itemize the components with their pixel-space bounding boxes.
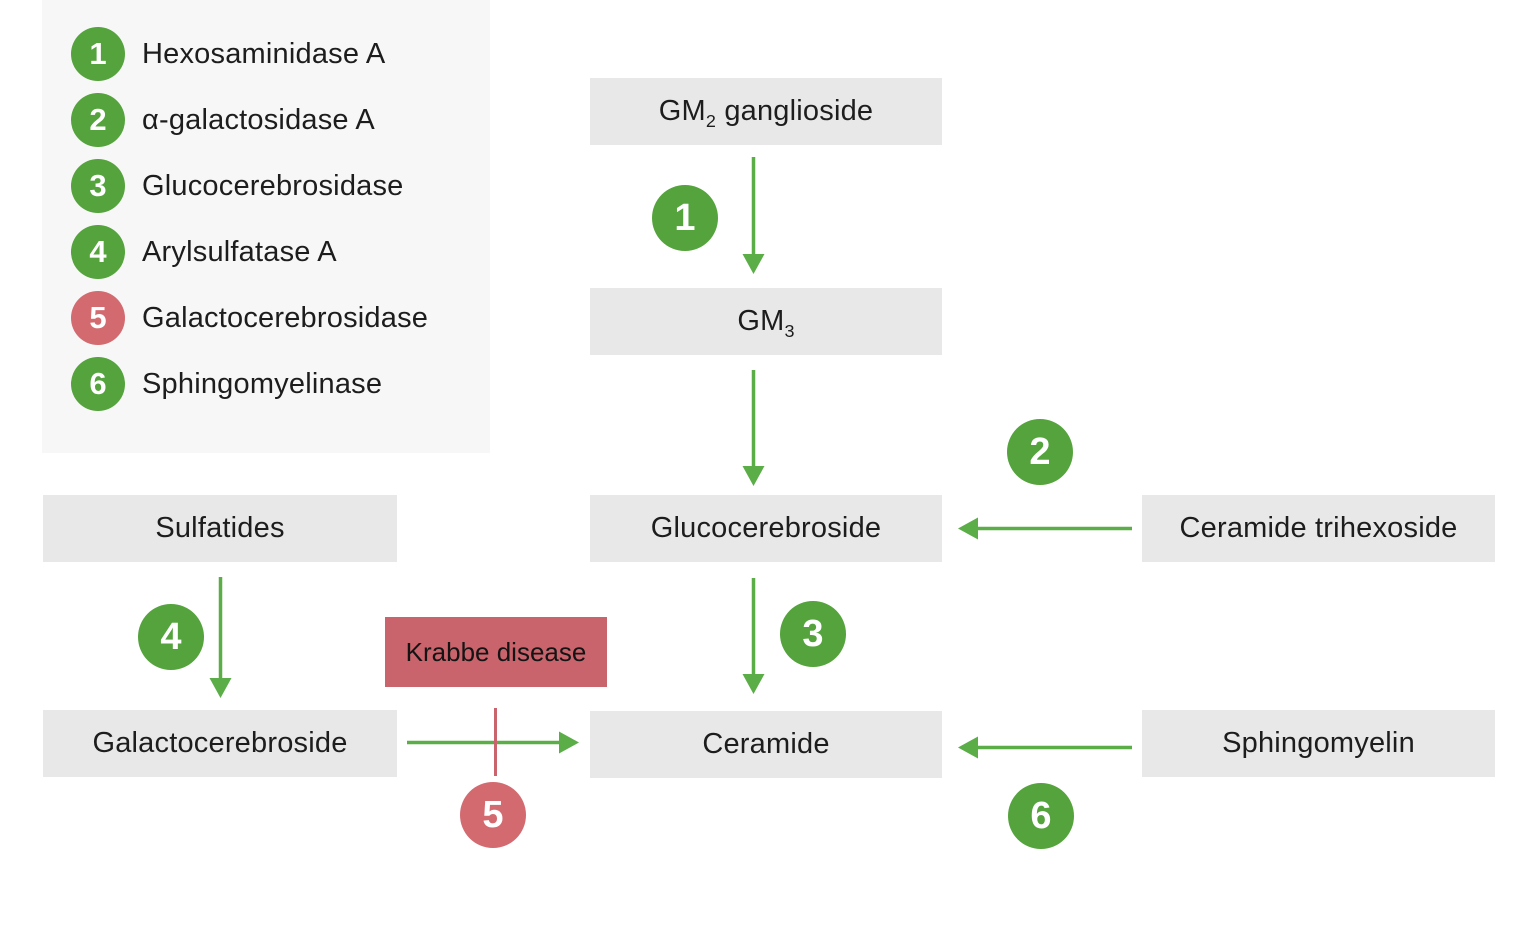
step-badge-3: 3: [780, 601, 846, 667]
node-ceramide: Ceramide: [590, 711, 942, 778]
step-badge-1: 1: [652, 185, 718, 251]
arrow-sphingomyelin-to-ceramide: [958, 736, 1132, 759]
krabbe-disease-label: Krabbe disease: [405, 636, 587, 667]
legend-item-3: 3 Glucocerebrosidase: [71, 159, 490, 213]
legend-item-1: 1 Hexosaminidase A: [71, 27, 490, 81]
legend-badge-2: 2: [71, 93, 125, 147]
node-sphingomyelin: Sphingomyelin: [1142, 710, 1495, 777]
arrow-ceramide-trihexoside-to-glucocerebroside: [958, 517, 1132, 540]
legend-item-4: 4 Arylsulfatase A: [71, 225, 490, 279]
krabbe-disease-box: Krabbe disease: [385, 617, 607, 687]
legend-label-5: Galactocerebrosidase: [142, 301, 429, 334]
legend-label-6: Sphingomyelinase: [142, 367, 383, 400]
legend-panel: 1 Hexosaminidase A 2 α-galactosidase A 3…: [42, 0, 490, 453]
node-ceramide-trihexoside-label: Ceramide trihexoside: [1179, 512, 1458, 544]
node-gm2-ganglioside: GM2 ganglioside: [590, 78, 942, 145]
node-gm2-label: GM2 ganglioside: [658, 95, 874, 131]
step-badge-4: 4: [138, 604, 204, 670]
legend-badge-3: 3: [71, 159, 125, 213]
arrow-gm3-to-glucocerebroside: [742, 370, 765, 486]
node-glucocerebroside: Glucocerebroside: [590, 495, 942, 562]
node-sphingomyelin-label: Sphingomyelin: [1222, 727, 1415, 759]
legend-badge-1: 1: [71, 27, 125, 81]
node-glucocerebroside-label: Glucocerebroside: [650, 512, 882, 544]
legend-label-3: Glucocerebrosidase: [142, 169, 404, 202]
arrow-gm2-to-gm3: [742, 157, 765, 274]
node-ceramide-trihexoside: Ceramide trihexoside: [1142, 495, 1495, 562]
arrow-glucocerebroside-to-ceramide: [742, 578, 765, 694]
node-gm3-label: GM3: [737, 305, 795, 341]
legend-item-6: 6 Sphingomyelinase: [71, 357, 490, 411]
legend-label-2: α-galactosidase A: [142, 103, 375, 136]
legend-label-4: Arylsulfatase A: [142, 235, 337, 268]
legend-item-5: 5 Galactocerebrosidase: [71, 291, 490, 345]
node-sulfatides-label: Sulfatides: [155, 512, 285, 544]
arrow-galactocerebroside-to-ceramide: [407, 731, 579, 754]
legend-badge-4: 4: [71, 225, 125, 279]
legend-badge-6: 6: [71, 357, 125, 411]
legend-label-1: Hexosaminidase A: [142, 37, 386, 70]
legend-badge-5: 5: [71, 291, 125, 345]
step-badge-5: 5: [460, 782, 526, 848]
node-galactocerebroside: Galactocerebroside: [43, 710, 397, 777]
legend-item-2: 2 α-galactosidase A: [71, 93, 490, 147]
node-gm3: GM3: [590, 288, 942, 355]
node-galactocerebroside-label: Galactocerebroside: [92, 727, 348, 759]
node-ceramide-label: Ceramide: [702, 728, 830, 760]
node-sulfatides: Sulfatides: [43, 495, 397, 562]
arrow-sulfatides-to-galactocerebroside: [209, 577, 232, 698]
step-badge-6: 6: [1008, 783, 1074, 849]
step-badge-2: 2: [1007, 419, 1073, 485]
